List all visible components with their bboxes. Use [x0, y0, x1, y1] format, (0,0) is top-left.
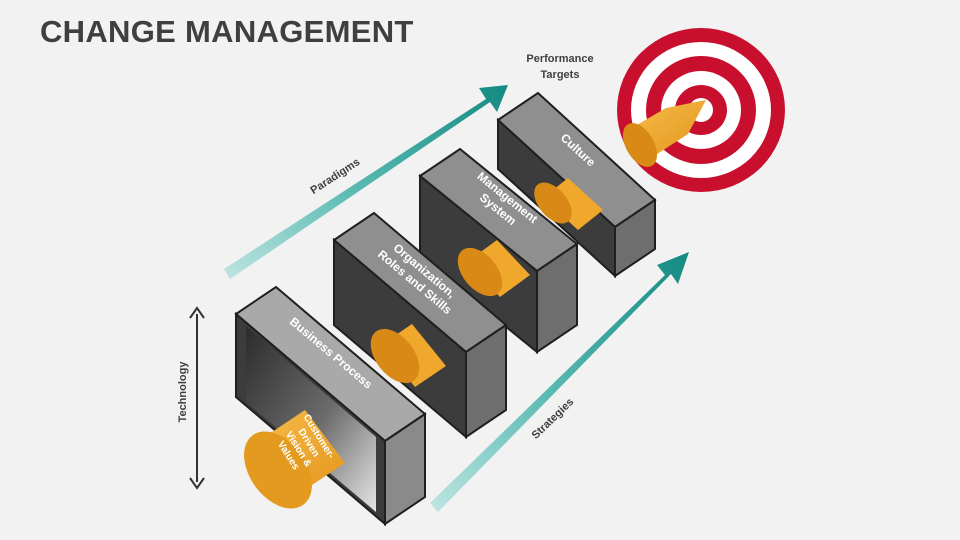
performance-targets-label-line1: Performance	[526, 53, 593, 65]
connector-cylinder-2	[457, 240, 530, 297]
slide-title: CHANGE MANAGEMENT	[40, 14, 414, 49]
connector-cylinder-1	[370, 324, 446, 387]
strategies-arrow	[430, 252, 689, 512]
target-icon	[617, 28, 785, 192]
technology-label: Technology	[177, 361, 189, 423]
vision-cylinder	[244, 410, 345, 509]
paradigms-arrow	[224, 85, 508, 279]
arrow-cone	[622, 100, 706, 167]
performance-targets-label-line2: Targets	[541, 69, 580, 81]
technology-double-arrow	[189, 306, 205, 490]
connector-cylinder-3	[534, 178, 603, 230]
